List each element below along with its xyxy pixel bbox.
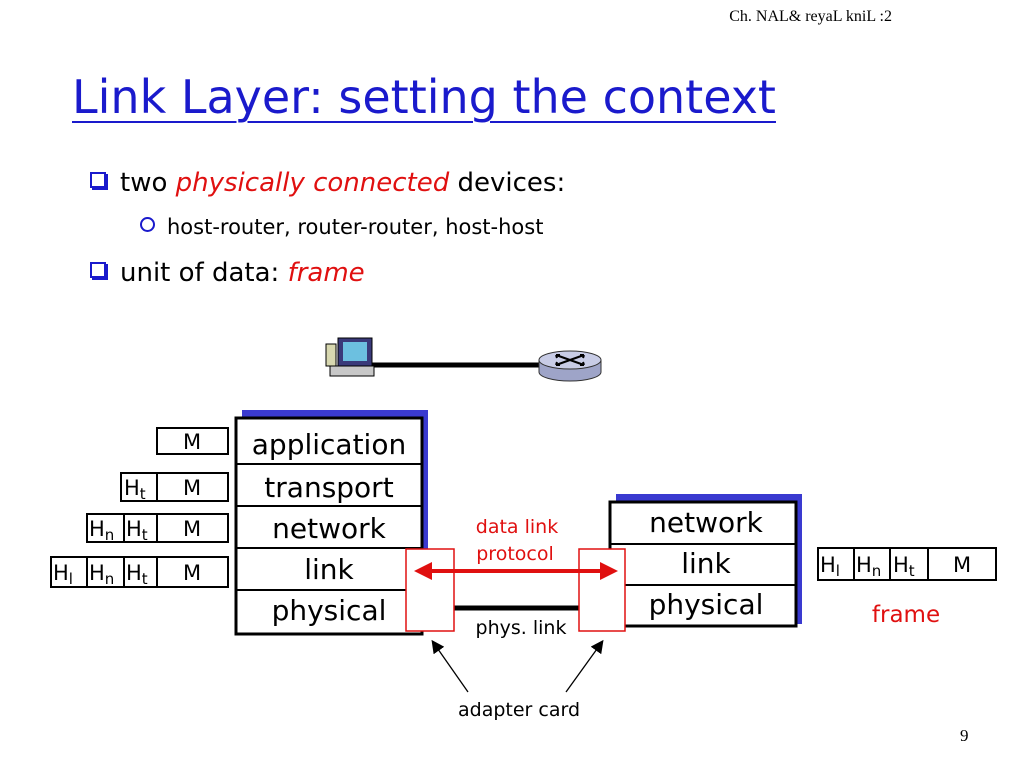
adapter-card-label: adapter card: [458, 699, 580, 721]
adapter-card-left: [405, 548, 455, 632]
packet-network: Hn Ht M: [86, 513, 229, 544]
data-link-protocol-arrow: [414, 562, 618, 580]
square-bullet-icon: [90, 172, 106, 188]
network-header: Hn: [89, 517, 114, 544]
payload-message: M: [953, 553, 971, 577]
bullet-unit-of-data: unit of data: frame: [90, 258, 365, 288]
transport-header: Ht: [893, 553, 915, 580]
frame-label: frame: [872, 602, 940, 628]
adapter-pointer-right: [565, 639, 604, 693]
layer-application: application: [252, 428, 406, 461]
payload-message: M: [183, 430, 201, 454]
link-header: Hl: [820, 553, 840, 580]
left-protocol-stack: application transport network link physi…: [234, 410, 428, 636]
payload-message: M: [183, 517, 201, 541]
layer-transport: transport: [264, 471, 393, 504]
packet-transport: Ht M: [120, 472, 229, 503]
payload-message: M: [183, 561, 201, 585]
transport-header: Ht: [126, 517, 148, 544]
emphasis-physically-connected: physically connected: [175, 168, 450, 198]
adapter-card-right: [578, 548, 626, 632]
layer-physical: physical: [272, 594, 387, 627]
stack-frame: [234, 416, 424, 636]
page-number: 9: [960, 726, 969, 745]
circle-bullet-icon: [140, 217, 155, 232]
packet-application: M: [156, 427, 229, 455]
right-protocol-stack: network link physical: [608, 494, 802, 628]
router-icon: [538, 350, 602, 382]
bullet-physically-connected: two physically connected devices:: [90, 168, 565, 198]
layer-physical: physical: [649, 588, 764, 621]
emphasis-frame: frame: [287, 258, 365, 288]
transport-header: Ht: [126, 561, 148, 588]
layer-link: link: [681, 547, 731, 580]
slide-title: Link Layer: setting the context: [72, 70, 776, 124]
phys-link-label: phys. link: [476, 617, 567, 639]
network-header: Hn: [89, 561, 114, 588]
link-header: Hl: [53, 561, 73, 588]
stack-frame: [608, 500, 798, 628]
sub-bullet-device-pairs: host-router, router-router, host-host: [140, 215, 543, 239]
layer-link: link: [304, 553, 354, 586]
packet-link: Hl Hn Ht M: [50, 556, 229, 588]
data-link-label-line2: protocol: [476, 543, 554, 565]
slide-header: Ch. NAL& reyaL kniL :2: [729, 8, 892, 25]
packet-frame: Hl Hn Ht M: [817, 547, 997, 581]
transport-header: Ht: [124, 476, 146, 503]
network-header: Hn: [856, 553, 881, 580]
data-link-label-line1: data link: [476, 516, 558, 538]
layer-network: network: [272, 512, 386, 545]
square-bullet-icon: [90, 262, 106, 278]
computer-icon: [325, 337, 375, 377]
adapter-pointer-left: [431, 639, 469, 693]
layer-network: network: [649, 506, 763, 539]
payload-message: M: [183, 476, 201, 500]
